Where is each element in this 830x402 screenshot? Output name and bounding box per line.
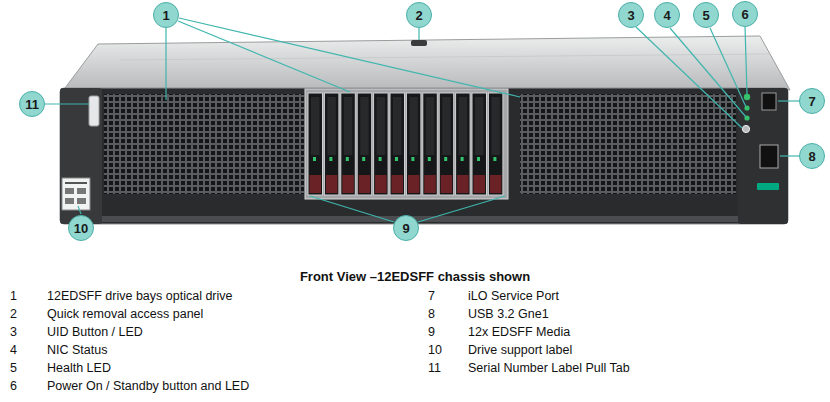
- access-panel-latch: [411, 40, 427, 46]
- leader-line: [179, 18, 520, 97]
- callout-number: 8: [808, 150, 815, 163]
- callout-circle: 5: [693, 2, 719, 28]
- drive-cage: [305, 89, 508, 199]
- label-mark: [77, 198, 86, 204]
- leader-line: [670, 28, 746, 117]
- callout-circle: 7: [799, 88, 825, 114]
- callout-number: 7: [808, 95, 815, 108]
- drive-bay: [324, 93, 339, 195]
- legend-number: 7: [428, 289, 435, 304]
- part-description: Health LED: [47, 361, 111, 376]
- drive-bay: [472, 93, 487, 195]
- legend-number: 3: [10, 325, 17, 340]
- label-line: [65, 182, 87, 184]
- part-description: Serial Number Label Pull Tab: [468, 361, 630, 376]
- callout-circle: 4: [654, 2, 680, 28]
- label-mark: [65, 198, 74, 204]
- part-description: Power On / Standby button and LED: [47, 379, 249, 394]
- callout-number: 10: [74, 222, 88, 235]
- callout-number: 3: [627, 9, 634, 22]
- drive-support-label: [62, 178, 90, 210]
- left-ear: [60, 88, 102, 224]
- drive-bay: [456, 93, 471, 195]
- part-description: NIC Status: [47, 343, 107, 358]
- legend-number: 6: [10, 379, 17, 394]
- legend-number: 9: [428, 325, 435, 340]
- legend-number: 10: [428, 343, 442, 358]
- leader-line: [165, 28, 166, 100]
- leader-line: [780, 155, 799, 156]
- drive-bay: [488, 93, 503, 195]
- chassis-lid: [62, 36, 790, 92]
- callout-circle: 2: [406, 2, 432, 28]
- part-description: 12x EDSFF Media: [468, 325, 570, 340]
- callout-circle: 9: [393, 215, 419, 241]
- callout-number: 2: [415, 9, 422, 22]
- front-bezel: [60, 88, 788, 224]
- callout-number: 4: [663, 9, 670, 22]
- ilo-port: [762, 93, 776, 110]
- drive-bay: [341, 93, 356, 195]
- leader-line: [745, 26, 747, 94]
- legend-number: 8: [428, 307, 435, 322]
- drive-bay: [308, 93, 323, 195]
- usb-port: [760, 145, 778, 168]
- drive-bay: [374, 93, 389, 195]
- leader-lines: [45, 18, 799, 222]
- callout-number: 6: [741, 8, 748, 21]
- callout-circle: 8: [799, 143, 825, 169]
- leader-line: [418, 196, 505, 222]
- drive-bay: [439, 93, 454, 195]
- power-button: [744, 94, 750, 100]
- leader-line: [778, 100, 799, 101]
- callout-circle: 3: [618, 2, 644, 28]
- legend-number: 5: [10, 361, 17, 376]
- figure-title: Front View –12EDSFF chassis shown: [0, 269, 830, 285]
- callout-number: 11: [25, 98, 39, 111]
- callout-circle: 6: [732, 1, 758, 27]
- leader-line: [78, 206, 81, 214]
- drive-bay: [423, 93, 438, 195]
- bezel-bottom: [62, 216, 786, 222]
- legend-number: 2: [10, 307, 17, 322]
- callout-number: 9: [402, 222, 409, 235]
- vent-grille: [520, 94, 736, 194]
- leader-line: [636, 27, 742, 128]
- legend-number: 11: [428, 361, 441, 376]
- vent-grille: [104, 94, 304, 194]
- legend-number: 4: [10, 343, 17, 358]
- leader-line: [45, 103, 89, 104]
- leader-line: [310, 196, 394, 222]
- hpe-logo: [757, 183, 779, 190]
- callout-number: 5: [702, 9, 709, 22]
- leader-line: [418, 28, 419, 40]
- callout-circle: 10: [68, 215, 94, 241]
- leader-line: [178, 21, 350, 92]
- part-description: Quick removal access panel: [47, 307, 203, 322]
- lid-seam: [120, 54, 770, 60]
- drive-bay: [357, 93, 372, 195]
- drive-bay: [406, 93, 421, 195]
- part-description: UID Button / LED: [47, 325, 143, 340]
- label-mark: [77, 188, 86, 194]
- callout-circle: 1: [153, 2, 179, 28]
- drive-bay: [390, 93, 405, 195]
- uid-button: [742, 125, 749, 132]
- label-mark: [65, 188, 74, 194]
- serial-pull-tab: [89, 96, 99, 126]
- part-description: Drive support label: [468, 343, 572, 358]
- legend-number: 1: [10, 289, 17, 304]
- part-description: iLO Service Port: [468, 289, 559, 304]
- callout-number: 1: [162, 9, 169, 22]
- part-description: USB 3.2 Gne1: [468, 307, 549, 322]
- part-description: 12EDSFF drive bays optical drive: [47, 289, 233, 304]
- callout-circle: 11: [19, 91, 45, 117]
- leader-line: [710, 28, 746, 107]
